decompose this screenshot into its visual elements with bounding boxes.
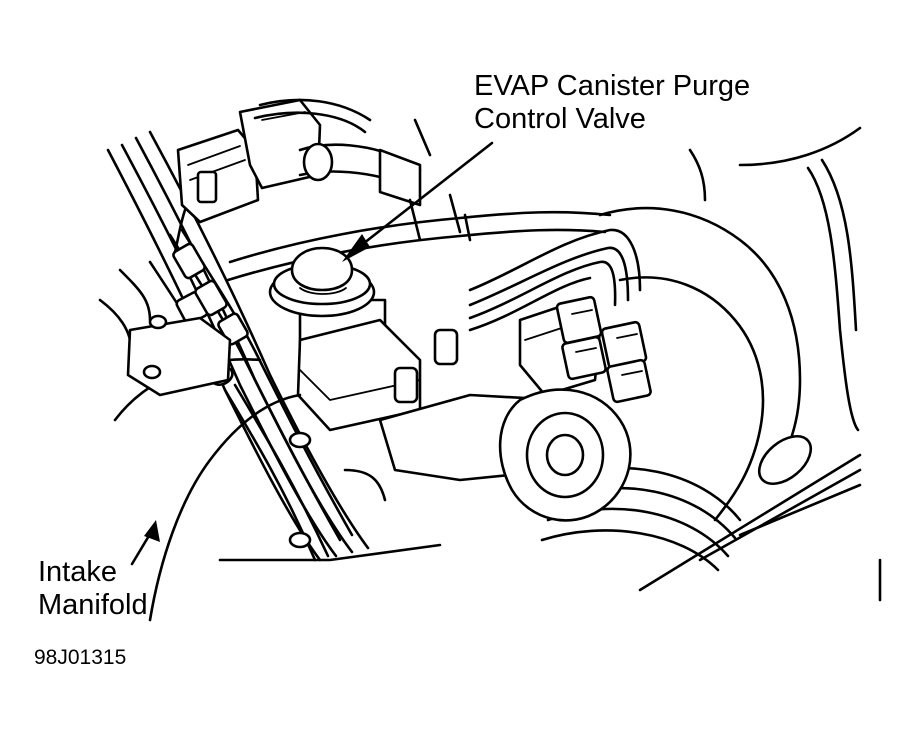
intake-label-line2: Manifold bbox=[38, 588, 148, 621]
evap-label-line2: Control Valve bbox=[474, 102, 646, 135]
electrical-connector bbox=[173, 98, 322, 254]
vacuum-tube-top bbox=[226, 142, 612, 282]
evap-leader-arrow bbox=[342, 141, 494, 262]
pipes-to-right-connectors bbox=[468, 228, 642, 332]
figure-code: 98J01315 bbox=[34, 646, 127, 669]
evap-label-line1: EVAP Canister Purge bbox=[474, 70, 751, 102]
evap-purge-valve-label: EVAP Canister Purge Control Valve bbox=[474, 70, 750, 136]
pulley bbox=[498, 388, 742, 572]
intake-manifold-label: Intake Manifold bbox=[38, 556, 148, 622]
intake-leader-arrow bbox=[130, 520, 160, 566]
intake-manifold bbox=[113, 314, 442, 622]
radiator-hose bbox=[598, 126, 862, 522]
right-connectors bbox=[555, 295, 652, 404]
frame-lines-right bbox=[638, 453, 882, 602]
intake-label-line1: Intake bbox=[38, 556, 117, 588]
